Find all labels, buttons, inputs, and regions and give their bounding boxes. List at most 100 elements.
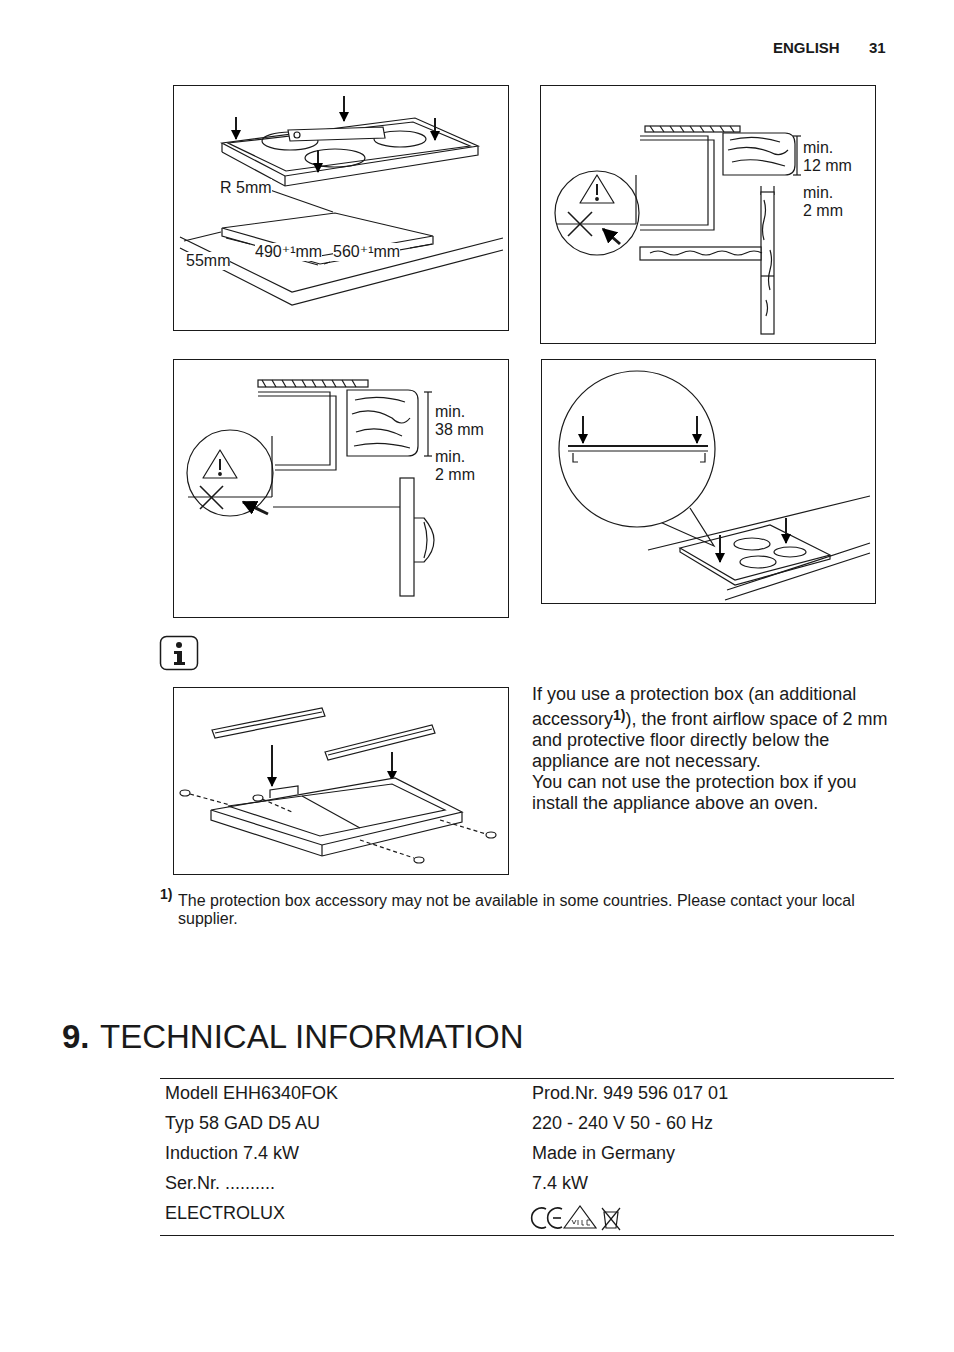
section-38mm-figure-part [347,390,418,456]
protection-box-figure-part [211,778,462,845]
approval-marks-part [602,1208,620,1230]
protection-box-figure-part-part [360,840,414,858]
table-cell: Prod.Nr. 949 596 017 01 [532,1083,728,1104]
dimension: 55mm [186,252,230,270]
page-number: 31 [869,39,886,56]
panel-frames-part [542,360,876,604]
section-12mm-figure-part [555,171,639,255]
detail-figure-part [680,525,830,580]
section-12mm-figure-part [580,175,614,203]
hob-cutout-figure-part [270,190,333,212]
section-38mm-figure-part [203,450,237,478]
section-38mm-figure-part [271,436,272,497]
hob-cutout-figure-part [235,117,237,139]
hob-cutout-figure-part [184,232,221,241]
protection-box-figure-part [414,857,424,863]
hob-cutout-figure-part [226,238,250,244]
section-38mm-figure-part [200,486,223,509]
panel-frames [174,86,876,875]
protection-box-figure-part [215,712,322,733]
protection-box-figure-part [325,725,435,760]
section-12mm-figure-part [640,136,708,225]
protection-box-figure-part [212,708,325,738]
hob-cutout-figure-part [317,150,319,172]
section-38mm-figure-part [424,391,432,392]
detail-figure-part [785,518,787,543]
protection-box-figure-part [228,784,445,836]
hob-cutout-figure-part [305,149,365,167]
section-38mm-figure-part [187,430,273,516]
section-38mm-figure-part [352,397,410,448]
section-38mm-figure-part [414,518,434,562]
dimension: min. 12 mm [803,139,853,176]
approval-marks [532,1206,620,1230]
section-12mm-figure-part [650,126,734,132]
table-rules [160,1079,894,1236]
dimension: min. 2 mm [803,184,845,221]
hob-cutout-figure-part [228,122,470,171]
hob-cutout-figure-part [222,118,478,176]
section-12mm-figure-part [796,136,797,175]
table-cell: Ser.Nr. .......... [165,1173,275,1194]
table-cell: ELECTROLUX [165,1203,285,1224]
dimension: 560⁺¹mm [333,243,400,261]
table-rules-part [160,1235,894,1236]
dimension: min. 2 mm [435,448,477,485]
note-text: You can not use the protection box if yo… [532,772,857,813]
hob-cutout-figure-part [343,96,345,121]
section-38mm-figure-part [188,496,272,497]
detail-figure-part [774,547,806,557]
section-12mm-figure-part [568,212,592,236]
hob-cutout-figure [180,96,503,305]
section-heading: TECHNICAL INFORMATION [100,1018,524,1056]
protection-box-figure [180,708,496,863]
approval-marks-part [548,1208,562,1228]
section-12mm-figure-part [761,192,774,334]
section-12mm-figure-part [793,174,801,175]
hob-cutout-figure-part [180,237,503,292]
protection-box-figure-part [190,794,486,858]
table-cell: Typ 58 GAD D5 AU [165,1113,320,1134]
section-12mm-figure-part [596,198,599,201]
panel-frames-part [174,688,509,875]
section-38mm-figure-part [424,522,427,558]
section-12mm-figure-part [723,133,795,175]
info-icon-part [176,642,182,648]
section-38mm-figure-part [424,455,432,456]
section-12mm-figure-part [640,247,761,260]
protection-box-figure-part [180,790,190,796]
hob-cutout-figure-part [221,143,222,152]
section-12mm-figure-part [557,223,636,224]
section-38mm-figure-part [243,502,268,514]
dimension: 490⁺¹mm [255,243,322,261]
section-38mm-figure-part [273,506,400,507]
section-12mm-figure-part [650,251,762,255]
hob-cutout-figure-part [222,228,433,264]
section-12mm-figure-part [793,135,801,136]
footnote-text: The protection box accessory may not be … [178,892,894,929]
section-38mm-figure-part [219,459,221,470]
hob-cutout-figure-part [288,127,385,141]
protection-box-figure-part [302,796,360,828]
info-icon-part [161,637,198,670]
section-38mm-figure-part [400,478,414,596]
protection-box-figure-part [391,752,393,780]
footnote-reference: 1) [613,707,625,723]
dimension: R 5mm [220,179,272,197]
detail-figure-part [582,416,584,443]
protection-box-figure-part-part [262,799,292,812]
approval-marks-part [572,1220,590,1225]
hob-cutout-figure-part [284,176,285,186]
table-cell: 7.4 kW [532,1173,588,1194]
panel-frames-part [174,360,509,618]
hob-cutout-figure-part [294,132,300,138]
section-38mm-figure-part [258,380,368,387]
detail-figure-part [568,445,708,447]
detail-figure-part [740,556,776,568]
note-paragraph: If you use a protection box (an addition… [532,684,888,814]
detail-figure [559,371,870,600]
detail-figure-part [680,548,830,585]
table-cell: Induction 7.4 kW [165,1143,299,1164]
panel-frames-part [541,86,876,344]
